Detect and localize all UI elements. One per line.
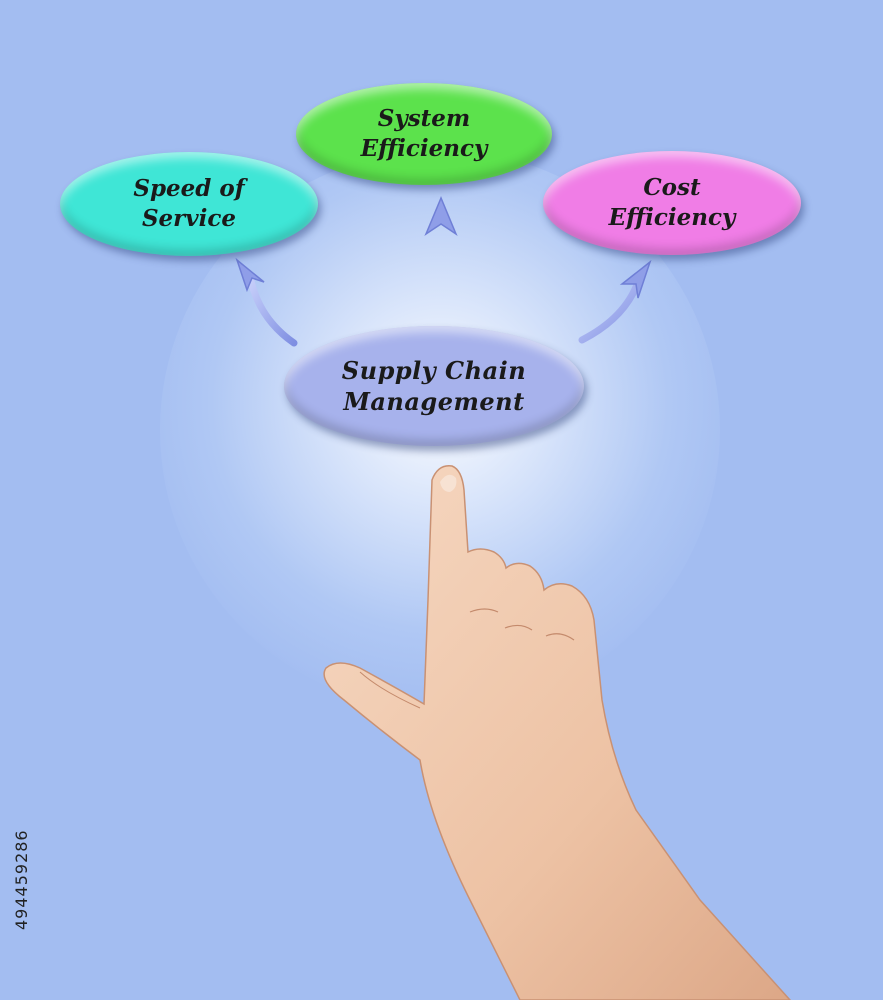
- node-speed-line1: Speed of: [133, 175, 245, 203]
- node-system-line1: System: [377, 105, 471, 133]
- node-speed-of-service: Speed of Service: [60, 152, 318, 256]
- node-cost-line1: Cost: [643, 174, 701, 202]
- node-speed-line2: Service: [141, 205, 237, 232]
- center-line1: Supply Chain: [341, 355, 527, 385]
- node-supply-chain-management: Supply Chain Management: [284, 326, 584, 446]
- node-cost-line2: Efficiency: [608, 204, 736, 231]
- center-line2: Management: [343, 387, 525, 416]
- arrow-to-speed-of-service: [235, 257, 298, 347]
- node-system-efficiency: System Efficiency: [296, 83, 552, 185]
- stock-id-label: 494459286: [12, 829, 31, 930]
- node-system-line2: Efficiency: [360, 135, 488, 162]
- arrow-to-cost-efficiency: [578, 259, 652, 344]
- node-cost-efficiency: Cost Efficiency: [543, 151, 801, 255]
- arrow-to-system-efficiency: [424, 196, 458, 312]
